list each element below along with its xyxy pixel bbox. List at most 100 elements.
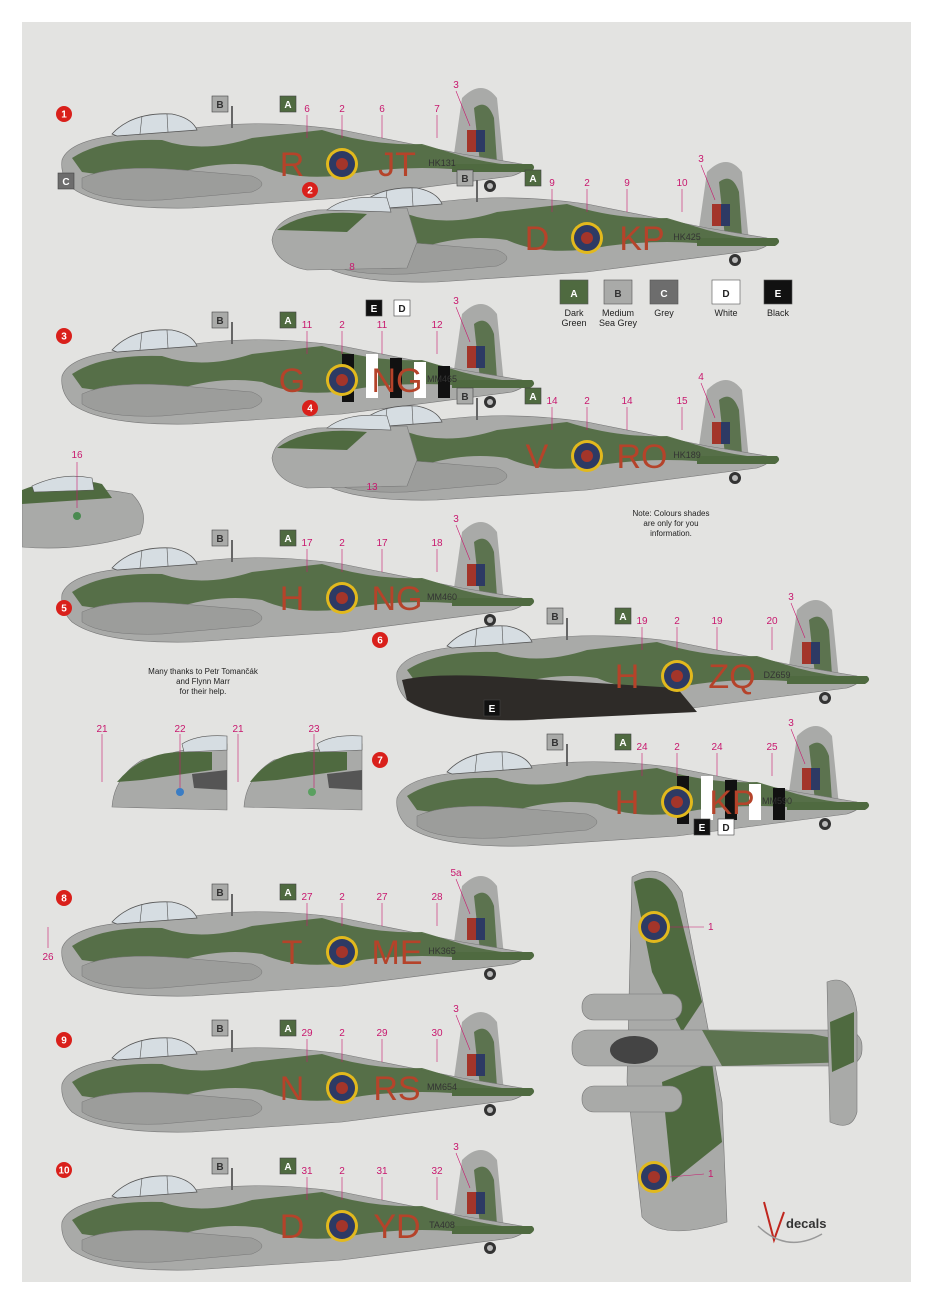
badge-b-letter: B	[216, 316, 223, 327]
code-right: NG	[372, 362, 423, 400]
profile-number: 1	[61, 110, 67, 121]
inset-22-nose: 21 22	[96, 724, 228, 811]
callout-3: 30	[431, 1028, 443, 1039]
callout-1: 2	[339, 1028, 345, 1039]
callout-fin: 3	[788, 592, 794, 603]
callout-fin: 3	[453, 296, 459, 307]
callout-3: 28	[431, 892, 443, 903]
badge-a: A	[279, 529, 297, 547]
code-left: V	[526, 438, 549, 476]
callout-3: 32	[431, 1166, 443, 1177]
note-line-1: Note: Colours shades	[633, 509, 710, 518]
legend-letter: A	[570, 289, 577, 300]
callout-nose-2: 8	[349, 262, 355, 273]
profile-number-marker: 7	[372, 752, 388, 768]
code-right: RO	[617, 438, 668, 476]
callout-1: 2	[674, 616, 680, 627]
badge-d-profile-7: D	[717, 818, 735, 836]
badge-a: A	[614, 607, 632, 625]
legend-line1: White	[714, 308, 737, 318]
callout-1: 2	[584, 178, 590, 189]
badge-b-letter: B	[216, 1162, 223, 1173]
legend-line1: Dark	[564, 308, 584, 318]
serial-number: MM465	[427, 374, 457, 384]
legend-letter: D	[722, 289, 729, 300]
badge-a: A	[279, 1019, 297, 1037]
badge-a: A	[279, 1157, 297, 1175]
callout-21b: 21	[232, 724, 244, 735]
plan-callout-1a: 1	[708, 922, 714, 933]
code-right: RS	[373, 1070, 420, 1108]
callout-3: 18	[431, 538, 443, 549]
legend-letter: C	[660, 289, 667, 300]
profile-number-marker: 1	[56, 106, 72, 122]
callout-2: 29	[376, 1028, 388, 1039]
callout-nose-4: 13	[366, 482, 378, 493]
legend-line2: Sea Grey	[599, 318, 638, 328]
callout-0: 9	[549, 178, 555, 189]
code-left: R	[280, 146, 305, 184]
badge-e-profile-6-letter: E	[489, 704, 496, 715]
callout-1: 2	[584, 396, 590, 407]
note-line-2: are only for you	[643, 519, 698, 528]
callout-1: 2	[339, 1166, 345, 1177]
legend-line2: Green	[561, 318, 586, 328]
callout-3: 20	[766, 616, 778, 627]
badge-a-letter: A	[284, 888, 291, 899]
badge-a-letter: A	[284, 1162, 291, 1173]
callout-1: 2	[339, 320, 345, 331]
callout-0: 31	[301, 1166, 313, 1177]
legend-letter: E	[775, 289, 782, 300]
code-left: D	[280, 1208, 305, 1246]
code-left: T	[282, 934, 303, 972]
profile-number: 4	[307, 404, 313, 415]
serial-number: HK425	[673, 232, 701, 242]
badge-a-letter: A	[284, 534, 291, 545]
rk-decals-logo: decals	[757, 1201, 826, 1244]
legend-line1: Grey	[654, 308, 674, 318]
callout-1: 2	[339, 892, 345, 903]
serial-number: DZ659	[763, 670, 790, 680]
code-left: N	[280, 1070, 305, 1108]
serial-number: MM654	[427, 1082, 457, 1092]
badge-b-letter: B	[216, 100, 223, 111]
serial-number: MM590	[762, 796, 792, 806]
callout-0: 14	[546, 396, 558, 407]
code-left: D	[525, 220, 550, 258]
code-left: H	[280, 580, 305, 618]
badge-b-letter: B	[216, 888, 223, 899]
callout-0: 6	[304, 104, 310, 115]
code-left: H	[615, 658, 640, 696]
badge-d-profile-3-letter: D	[398, 304, 405, 315]
callout-22: 22	[174, 724, 186, 735]
profile-number: 8	[61, 894, 67, 905]
code-left: G	[279, 362, 305, 400]
plan-view: 1 1	[571, 870, 863, 1232]
callout-0: 17	[301, 538, 313, 549]
callout-2: 11	[377, 320, 388, 331]
badge-b: B	[211, 95, 229, 113]
badge-b-letter: B	[216, 1024, 223, 1035]
badge-a-letter: A	[284, 100, 291, 111]
callout-3: 12	[431, 320, 443, 331]
badge-e-profile-6: E	[483, 699, 501, 717]
badge-a: A	[524, 387, 542, 405]
badge-b: B	[456, 169, 474, 187]
callout-2: 9	[624, 178, 630, 189]
badge-c-profile-1: C	[57, 172, 75, 190]
profile-number: 2	[307, 186, 313, 197]
badge-c-profile-1-letter: C	[62, 177, 69, 188]
code-right: ME	[372, 934, 423, 972]
inset-23-nose: 21 23	[232, 724, 363, 811]
code-right: KP	[709, 784, 754, 822]
code-right: YD	[373, 1208, 420, 1246]
profile-number-marker: 4	[302, 400, 318, 416]
profile-number-marker: 10	[56, 1162, 72, 1178]
callout-1: 2	[339, 538, 345, 549]
badge-b: B	[211, 311, 229, 329]
